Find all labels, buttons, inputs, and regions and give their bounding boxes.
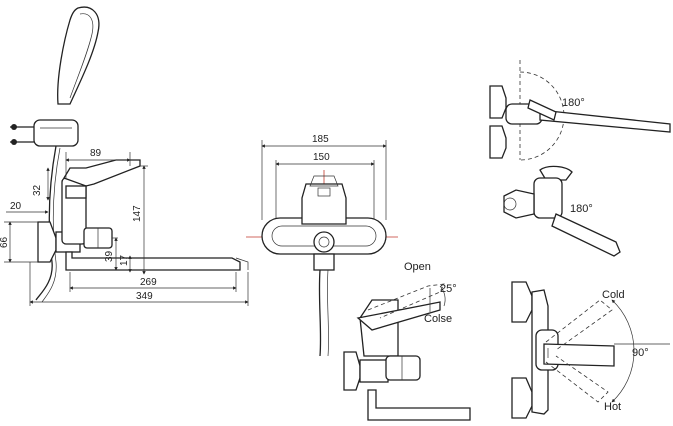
label-180-degrees-mid: 180° xyxy=(570,203,593,215)
swivel-top-view: 180° xyxy=(489,60,671,161)
dim-150: 150 xyxy=(313,152,330,163)
dim-89: 89 xyxy=(90,148,102,159)
dim-32: 32 xyxy=(32,184,43,196)
label-cold: Cold xyxy=(602,289,625,301)
label-open: Open xyxy=(404,261,431,273)
label-180-degrees-top: 180° xyxy=(562,97,585,109)
dim-349: 349 xyxy=(136,291,153,302)
label-90-degrees: 90° xyxy=(632,347,649,359)
label-colse: Colse xyxy=(424,313,452,325)
swivel-perspective-view: 180° xyxy=(503,165,621,257)
spout xyxy=(65,251,241,271)
label-25-degrees: 25° xyxy=(440,283,457,295)
front-view: 185 150 xyxy=(246,134,398,357)
dim-66: 66 xyxy=(0,236,10,248)
dim-20: 20 xyxy=(10,201,22,212)
hand-shower xyxy=(10,6,100,147)
dim-147: 147 xyxy=(132,205,143,222)
dim-185: 185 xyxy=(312,134,329,145)
lever-open-close-view: Open 25° Colse xyxy=(343,261,471,421)
side-view: 89 32 20 66 147 39 17 269 349 xyxy=(0,6,249,306)
dim-269: 269 xyxy=(140,277,157,288)
dim-39: 39 xyxy=(104,250,115,262)
dim-17: 17 xyxy=(119,254,130,266)
label-hot: Hot xyxy=(604,401,621,413)
hot-cold-top-view: Cold 90° Hot xyxy=(511,281,670,419)
mixer-body xyxy=(61,159,141,249)
